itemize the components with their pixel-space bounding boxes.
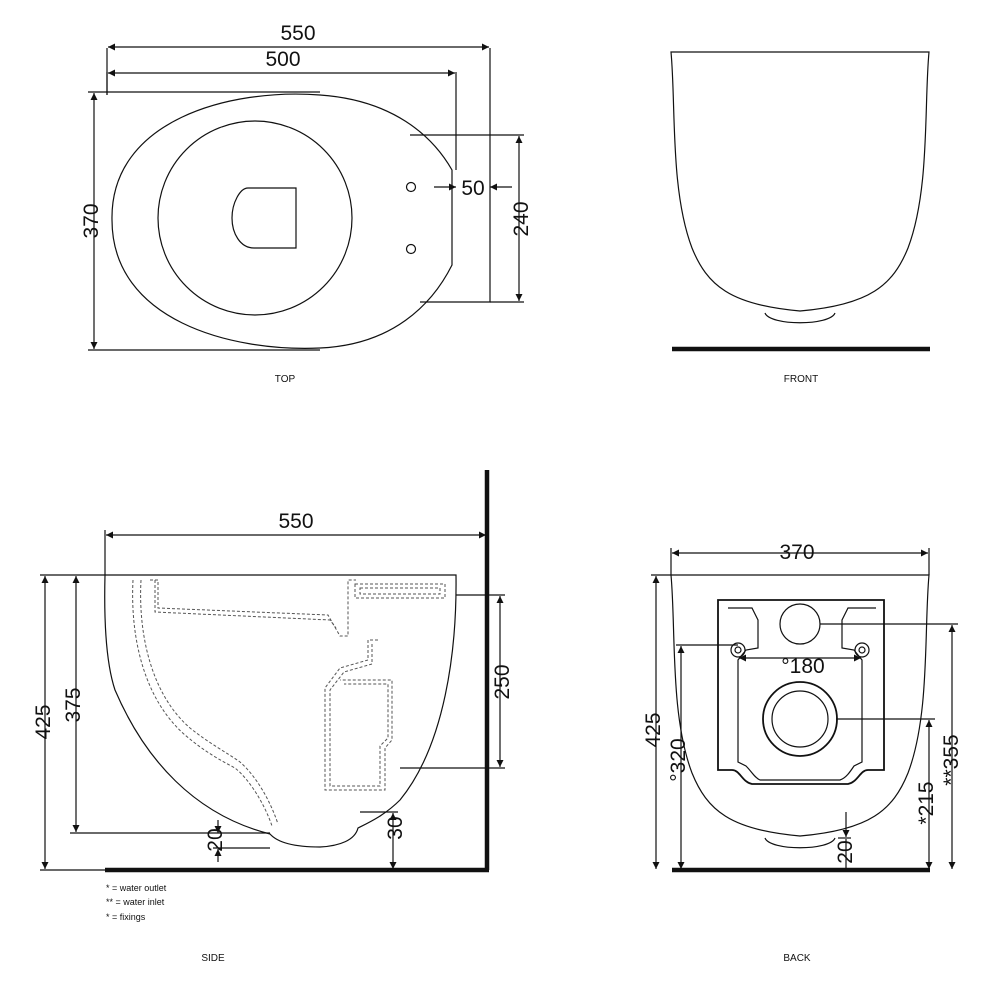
back-plate-inner <box>728 607 876 781</box>
top-dim-rear-depth: 240 <box>510 201 533 236</box>
back-outline <box>670 574 930 837</box>
side-hidden-inlet-channel <box>354 583 446 599</box>
back-fixing-hole-inner <box>858 646 866 654</box>
top-bowl <box>157 120 353 316</box>
top-dim-width: 370 <box>80 203 103 238</box>
back-outlet-inner <box>771 690 829 748</box>
front-caption: FRONT <box>784 374 818 385</box>
side-hidden-bowl-outer <box>132 579 273 827</box>
back-dim-width: 370 <box>779 541 814 564</box>
back-fixing-hole <box>854 642 870 658</box>
back-dim-height: 425 <box>642 712 665 747</box>
top-fixing-hole <box>405 181 417 193</box>
back-dim-outlet: *215 <box>915 781 938 824</box>
back-fixing-hole-inner <box>734 646 742 654</box>
back-dim-inlet: **355 <box>940 734 963 785</box>
front-base-foot <box>764 312 836 324</box>
legend-water-outlet: * = water outlet <box>106 883 167 893</box>
top-dim-overall-length: 550 <box>280 22 315 45</box>
front-outline <box>670 51 930 312</box>
side-caption: SIDE <box>201 953 225 964</box>
side-dim-base-offset: 20 <box>204 828 227 851</box>
back-outlet-outer <box>762 681 838 757</box>
top-outer-outline <box>111 93 453 349</box>
back-mounting-plate <box>717 599 885 785</box>
back-base-foot <box>764 837 836 849</box>
back-inlet <box>779 603 821 645</box>
back-dim-fixings-center: °320 <box>667 738 690 781</box>
front-view: FRONT <box>670 51 930 385</box>
legend-fixings: * = fixings <box>106 912 146 922</box>
top-rear-block <box>410 134 491 303</box>
side-hidden-trap-inner <box>329 644 389 787</box>
side-view: 550 425 375 250 20 30 * = water outlet *… <box>32 470 514 964</box>
back-caption: BACK <box>783 953 811 964</box>
top-caption: TOP <box>275 374 296 385</box>
side-dim-inlet-height: 250 <box>491 664 514 699</box>
side-dim-length: 550 <box>278 510 313 533</box>
back-dim-fixings-spacing: °180 <box>781 655 824 678</box>
top-dim-fixing-offset: 50 <box>461 177 484 200</box>
side-hidden-bowl-inner <box>140 579 279 825</box>
side-hidden-inlet-channel-inner <box>359 587 441 595</box>
top-view: 550 500 370 240 50 TOP <box>80 22 533 385</box>
top-fixing-hole <box>405 243 417 255</box>
back-dim-base: 20 <box>834 840 857 863</box>
side-outer-outline <box>104 574 457 848</box>
top-drain <box>231 187 297 249</box>
top-dim-bowl-length: 500 <box>265 48 300 71</box>
side-hidden-rim-inner <box>154 580 337 629</box>
back-view: 370 425 °320 °180 **355 *215 20 BACK <box>642 541 963 964</box>
side-dim-outlet-height: 30 <box>384 816 407 839</box>
side-dim-total-height: 425 <box>32 704 55 739</box>
side-dim-height: 375 <box>62 687 85 722</box>
legend-water-inlet: ** = water inlet <box>106 897 165 907</box>
back-fixing-hole <box>730 642 746 658</box>
side-hidden-rim <box>150 579 356 637</box>
side-hidden-trap <box>324 639 393 791</box>
